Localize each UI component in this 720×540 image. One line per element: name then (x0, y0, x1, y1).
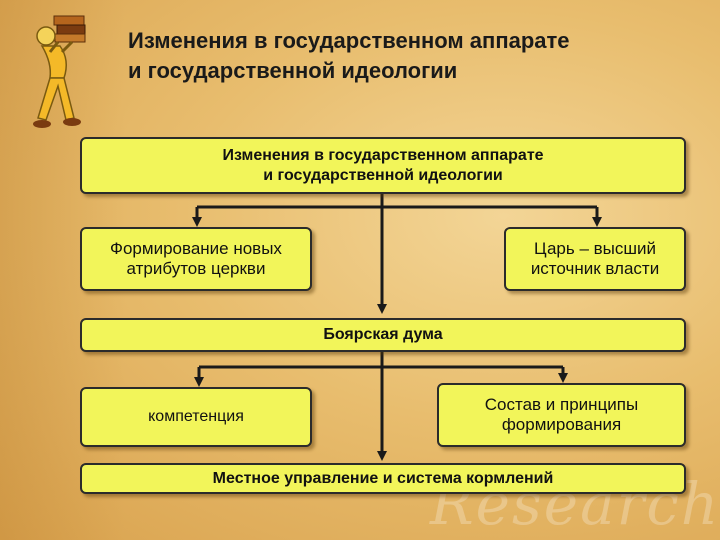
box-top-line-1: Изменения в государственном аппарате (222, 146, 544, 164)
figure-with-books-illustration (33, 15, 86, 128)
box-church-line-2: атрибутов церкви (126, 259, 266, 278)
box-tsar-line-1: Царь – высший (534, 239, 656, 258)
box-tsar-power: Царь – высший источник власти (504, 227, 686, 291)
box-church-line-1: Формирование новых (110, 239, 282, 258)
box-top-line-2: и государственной идеологии (263, 166, 503, 184)
box-local-label: Местное управление и система кормлений (212, 469, 554, 487)
box-tsar-line-2: источник власти (530, 259, 660, 278)
box-composition-principles: Состав и принципы формирования (437, 383, 686, 447)
box-competence: компетенция (80, 387, 312, 447)
slide-title-line-2: и государственной идеологии (128, 58, 458, 83)
box-church-attributes: Формирование новых атрибутов церкви (80, 227, 312, 291)
box-composition-line-1: Состав и принципы (484, 395, 639, 414)
slide-title: Изменения в государственном аппарате и г… (128, 26, 708, 86)
box-state-apparatus-changes: Изменения в государственном аппарате и г… (80, 137, 686, 194)
box-duma-label: Боярская дума (323, 326, 443, 343)
box-composition-line-2: формирования (501, 415, 622, 434)
slide-title-line-1: Изменения в государственном аппарате (128, 28, 570, 53)
box-competence-label: компетенция (148, 408, 244, 425)
box-boyar-duma: Боярская дума (80, 318, 686, 352)
box-local-government: Местное управление и система кормлений (80, 463, 686, 494)
